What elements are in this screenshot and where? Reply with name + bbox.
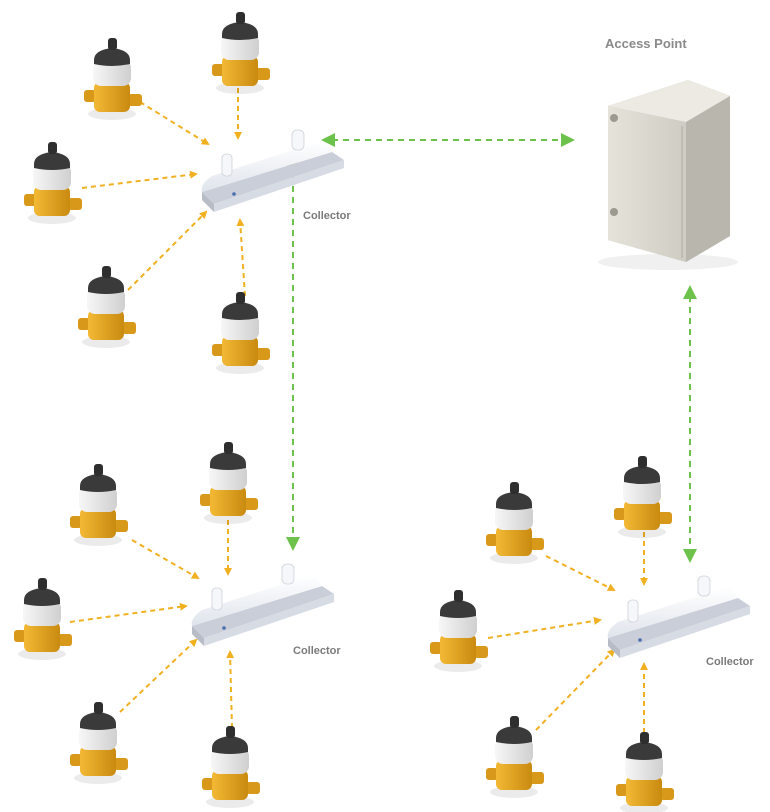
water-meter-icon [430, 590, 488, 672]
water-meter-icon [202, 726, 260, 808]
collector-icon [191, 563, 335, 647]
backhaul-links [286, 133, 697, 563]
water-meter-icon [486, 482, 544, 564]
meter-links [69, 88, 648, 742]
collector-icon [201, 129, 345, 213]
water-meter-icon [14, 578, 72, 660]
water-meter-icon [616, 732, 674, 812]
collector-1-label: Collector [303, 210, 351, 222]
water-meter-icon [486, 716, 544, 798]
access-point [598, 80, 738, 270]
water-meter-icon [614, 456, 672, 538]
collector-3-label: Collector [706, 656, 754, 668]
collector-3 [607, 575, 751, 659]
water-meter-icon [200, 442, 258, 524]
water-meter-icon [212, 292, 270, 374]
water-meter-icon [24, 142, 82, 224]
cabinet-icon [598, 80, 738, 270]
water-meter-icon [84, 38, 142, 120]
collector-2 [191, 563, 335, 647]
water-meter-icon [78, 266, 136, 348]
access-point-label: Access Point [605, 36, 687, 51]
water-meter-icon [70, 702, 128, 784]
water-meter-icon [70, 464, 128, 546]
collector-1 [201, 129, 345, 213]
water-meter-icon [212, 12, 270, 94]
collector-2-label: Collector [293, 645, 341, 657]
collector-icon [607, 575, 751, 659]
